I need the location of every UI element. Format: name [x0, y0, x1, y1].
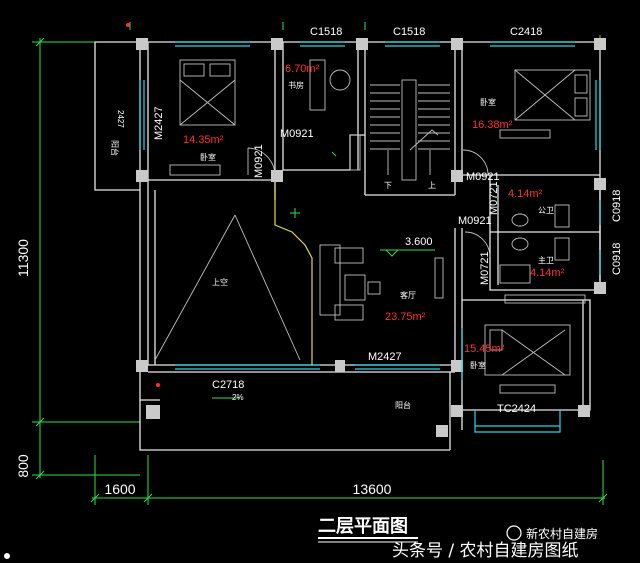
dim-total-width: 13600	[353, 481, 392, 497]
door-swings	[247, 147, 491, 258]
columns	[136, 38, 606, 437]
public-bath-area: 4.14m²	[508, 188, 543, 200]
master-bath-name: 主卫	[538, 255, 554, 265]
dimension-lines	[32, 22, 608, 505]
watermark-badge-text: 新农村自建房	[526, 526, 598, 541]
watermark-main: 头条号 / 农村自建房图纸	[392, 541, 579, 561]
door-label-left: M0921	[280, 128, 314, 140]
balcony-bottom-name: 阳台	[395, 400, 411, 410]
window-label-c1518-a: C1518	[310, 26, 342, 38]
windows	[139, 41, 601, 433]
walls	[94, 41, 601, 451]
bedroom-left-name: 卧室	[200, 152, 216, 162]
bedroom-right-area: 16.38m²	[472, 119, 513, 131]
window-label-c2418: C2418	[510, 26, 542, 38]
window-label-c1518-b: C1518	[393, 26, 425, 38]
bedroom-left-area: 14.35m²	[183, 134, 224, 146]
opening-c2718: C2718	[212, 379, 244, 391]
living-area: 23.75m²	[385, 311, 426, 323]
void-name: 上空	[212, 277, 228, 287]
level-mark: 3.600	[405, 236, 433, 248]
center-door-label: M0921	[458, 215, 492, 227]
door-label-vertical: M0921	[253, 144, 265, 178]
public-bath-door: M0721	[488, 181, 500, 215]
door-label-bedroom-right: M0921	[466, 171, 500, 183]
study-name: 书房	[288, 80, 304, 90]
bedroom-left-window: M2427	[153, 106, 165, 140]
void-marks	[154, 185, 435, 399]
dim-bottom-height: 800	[15, 454, 31, 478]
stair-treads	[370, 79, 450, 181]
plan-title: 二层平面图	[318, 516, 408, 537]
side-window-1: C0918	[611, 190, 623, 222]
stair-up-label: 上	[428, 181, 436, 190]
living-name: 客厅	[400, 290, 416, 300]
furniture	[169, 59, 591, 394]
balcony-top-width: 2427	[116, 110, 125, 128]
slope-mark: 2%	[232, 393, 244, 402]
public-bath-name: 公卫	[538, 206, 554, 215]
bedroom-master-area: 15.45m²	[464, 343, 505, 355]
bedroom-master-window: TC2424	[497, 403, 536, 415]
living-door: M2427	[368, 351, 402, 363]
watermark-badge: 新农村自建房	[506, 525, 598, 541]
master-bath-door: M0721	[479, 251, 491, 285]
balcony-top-name: 阳台	[110, 140, 120, 156]
watermark-logo-icon	[506, 525, 522, 541]
side-window-2: C0918	[611, 243, 623, 275]
master-bath-area: 4.14m²	[530, 267, 565, 279]
dim-total-height: 11300	[15, 239, 31, 277]
watermark-dot	[4, 553, 10, 559]
bedroom-master-name: 卧室	[470, 360, 486, 370]
bedroom-right-name: 卧室	[480, 97, 496, 107]
dim-left-width: 1600	[104, 481, 135, 497]
study-area: 6.70m²	[285, 63, 320, 75]
stair-down-label: 下	[384, 181, 392, 190]
misc-marks	[126, 23, 337, 387]
